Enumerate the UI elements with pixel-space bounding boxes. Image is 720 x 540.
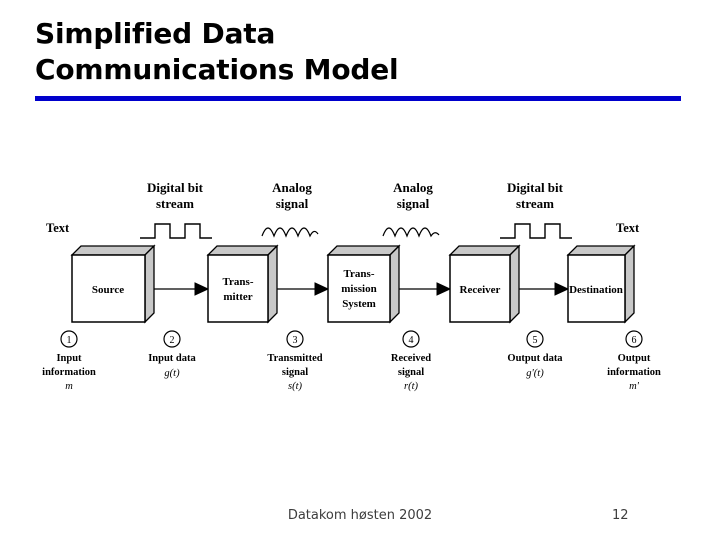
stage-math: r(t) (404, 381, 419, 392)
stage-number-circle (286, 330, 304, 348)
stage-caption-6: 6 Output information m' (607, 330, 661, 392)
square-wave-icon (500, 223, 572, 239)
signal-header-line-2: signal (276, 196, 309, 211)
stage-number-circle (163, 330, 181, 348)
stage-math: m' (629, 381, 640, 392)
stage-math: m (65, 381, 73, 392)
stage-number: 5 (533, 335, 538, 346)
stage-math: g'(t) (526, 368, 544, 379)
endpoint-label-right: Text (616, 221, 640, 235)
stage-caption-line-1: Received (391, 353, 431, 364)
signal-header-line-2: signal (397, 196, 430, 211)
box-label-line-2: mitter (223, 291, 252, 303)
diagram-box-receiver[interactable]: Receiver (448, 244, 521, 324)
slide-number: 12 (612, 508, 629, 523)
sine-wave-icon (382, 227, 440, 238)
diagram-box-transmission-system[interactable]: Trans- mission System (326, 244, 401, 324)
stage-caption-line-2: signal (398, 367, 424, 378)
page-title-line-1: Simplified Data (35, 17, 276, 50)
signal-header-line-2: stream (156, 196, 194, 211)
stage-number: 2 (170, 335, 175, 346)
box-label-line-1: Trans- (344, 268, 375, 280)
stage-caption-1: 1 Input information m (42, 330, 96, 392)
page-title-line-2: Communications Model (35, 53, 399, 86)
stage-number: 1 (67, 335, 72, 346)
stage-number-circle (526, 330, 544, 348)
stage-caption-line-1: Output (618, 353, 651, 364)
box-label: Source (92, 284, 124, 296)
signal-header-line-1: Analog (393, 180, 433, 195)
signal-header-digital-1: Digital bit stream (140, 180, 212, 239)
stage-number: 6 (632, 335, 637, 346)
diagram-box-transmitter[interactable]: Trans- mitter (206, 244, 279, 324)
signal-header-line-1: Digital bit (147, 180, 204, 195)
stage-caption-line-2: information (42, 367, 96, 378)
signal-header-line-1: Digital bit (507, 180, 564, 195)
stage-caption-4: 4 Received signal r(t) (391, 330, 431, 392)
stage-caption-line-2: signal (282, 367, 308, 378)
title-underline-rule (35, 96, 681, 101)
stage-caption-line-1: Input data (148, 353, 196, 364)
stage-math: g(t) (164, 368, 180, 379)
signal-header-line-2: stream (516, 196, 554, 211)
stage-caption-line-1: Transmitted (267, 353, 322, 364)
signal-header-digital-2: Digital bit stream (500, 180, 572, 239)
stage-number-circle (60, 330, 78, 348)
signal-header-analog-1: Analog signal (261, 180, 319, 238)
stage-caption-5: 5 Output data g'(t) (507, 330, 563, 379)
page-title: Simplified Data Communications Model (35, 16, 695, 88)
box-label-line-3: System (342, 298, 376, 310)
stage-number-circle (625, 330, 643, 348)
stage-caption-line-2: information (607, 367, 661, 378)
stage-number: 4 (409, 335, 414, 346)
footer-text: Datakom høsten 2002 (287, 508, 433, 523)
box-label: Destination (569, 284, 623, 296)
stage-number: 3 (293, 335, 298, 346)
stage-caption-3: 3 Transmitted signal s(t) (267, 330, 323, 392)
endpoint-label-left: Text (46, 221, 70, 235)
diagram-box-source[interactable]: Source (70, 244, 156, 324)
stage-number-circle (402, 330, 420, 348)
sine-wave-icon (261, 227, 319, 238)
signal-header-line-1: Analog (272, 180, 312, 195)
stage-caption-line-1: Output data (507, 353, 563, 364)
stage-caption-2: 2 Input data g(t) (148, 330, 197, 379)
box-label: Receiver (460, 284, 501, 296)
square-wave-icon (140, 223, 212, 239)
box-label-line-2: mission (341, 283, 376, 295)
stage-caption-line-1: Input (56, 353, 82, 364)
signal-header-analog-2: Analog signal (382, 180, 440, 238)
box-label-line-1: Trans- (223, 276, 254, 288)
diagram-box-destination[interactable]: Destination (566, 244, 636, 324)
stage-math: s(t) (288, 381, 303, 392)
data-communications-diagram: Digital bit stream Analog signal Analog … (0, 150, 720, 410)
